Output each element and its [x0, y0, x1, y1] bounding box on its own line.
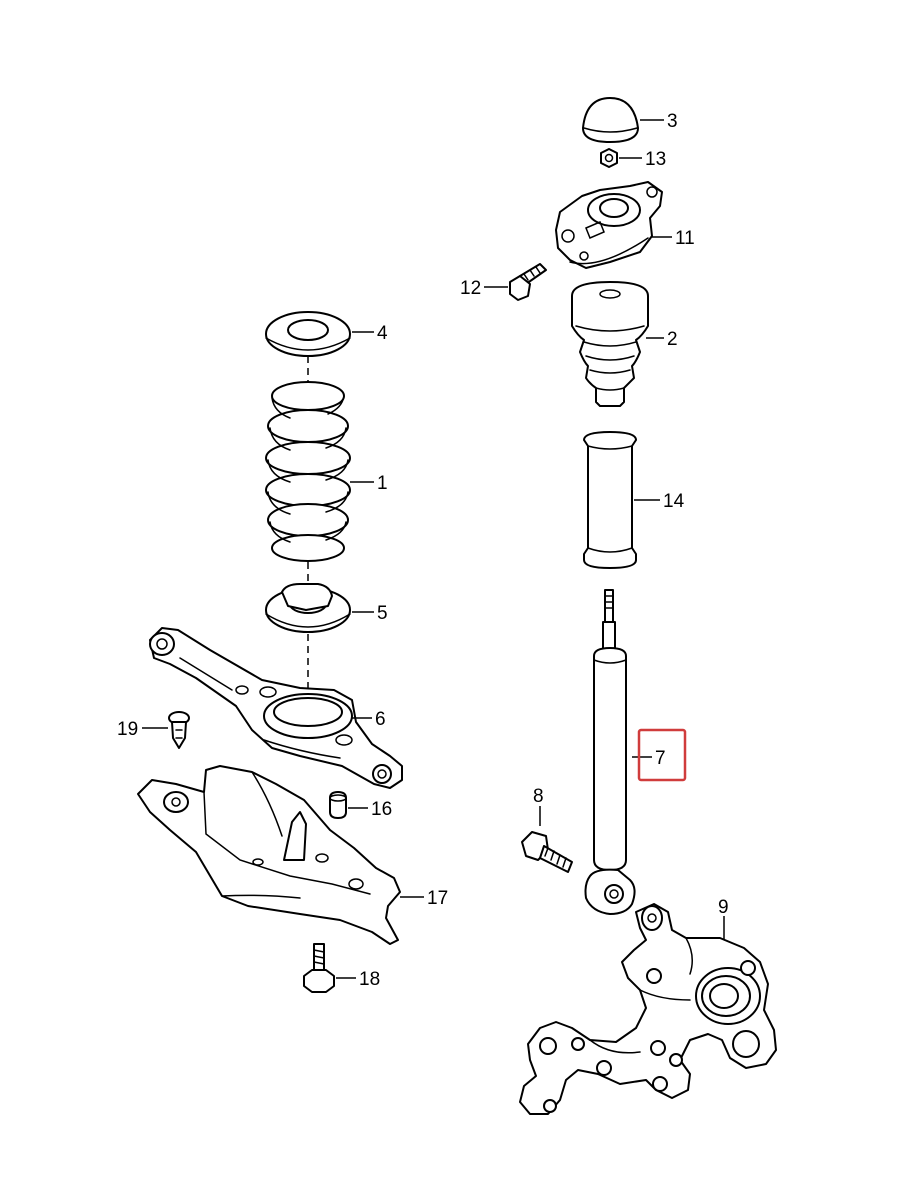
part-1-coil-spring: 1: [265, 356, 388, 590]
label-4: 4: [377, 323, 388, 344]
label-9: 9: [718, 897, 729, 918]
part-2-bump-stop: 2: [571, 281, 678, 407]
part-16-bushing: 16: [329, 791, 392, 820]
part-4-upper-spring-seat: 4: [265, 311, 388, 357]
part-6-lower-control-arm: 6: [149, 627, 403, 789]
part-3-dust-cap: 3: [582, 97, 678, 143]
label-17: 17: [427, 888, 448, 909]
label-8: 8: [533, 786, 544, 807]
label-1: 1: [377, 473, 388, 494]
part-5-lower-spring-seat: 5: [265, 583, 388, 633]
label-14: 14: [663, 491, 685, 512]
label-2: 2: [667, 329, 678, 350]
part-12-bolt: 12: [460, 263, 547, 301]
label-6: 6: [375, 709, 386, 730]
part-13-nut: 13: [600, 148, 666, 170]
part-7-highlight-box: [637, 728, 687, 782]
label-3: 3: [667, 111, 678, 132]
label-12: 12: [460, 278, 481, 299]
label-11: 11: [675, 228, 695, 249]
part-18-bolt: 18: [303, 943, 380, 993]
part-8-bolt: 8: [521, 786, 573, 873]
part-11-top-mount: 11: [555, 181, 695, 269]
label-18: 18: [359, 969, 380, 990]
part-19-clip: 19: [117, 711, 190, 749]
label-7: 7: [655, 748, 666, 769]
part-17-guard-panel: 17: [137, 765, 448, 945]
part-7-shock-absorber: 7: [584, 589, 687, 915]
label-16: 16: [371, 799, 392, 820]
label-13: 13: [645, 149, 666, 170]
part-9-wheel-bearing-housing: 9: [519, 897, 777, 1115]
part-14-protective-sleeve: 14: [583, 431, 685, 569]
label-19: 19: [117, 719, 138, 740]
label-5: 5: [377, 603, 388, 624]
